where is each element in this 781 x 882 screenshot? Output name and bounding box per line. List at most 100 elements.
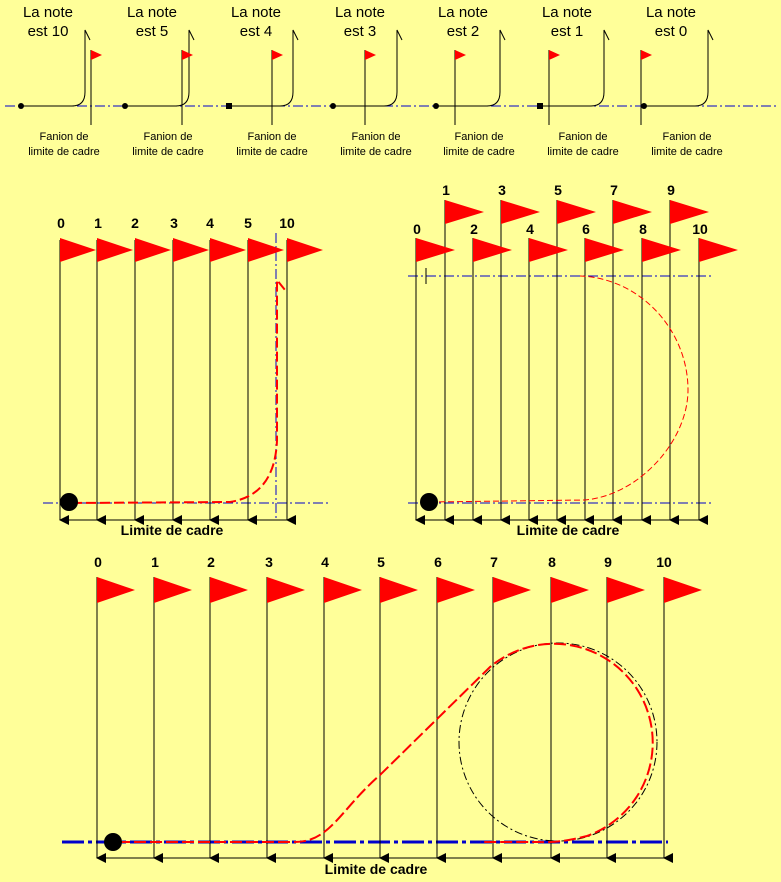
flag-icon bbox=[416, 238, 455, 262]
ball-path bbox=[125, 29, 195, 107]
flag-icon bbox=[248, 238, 284, 262]
flag-label: 6 bbox=[434, 554, 442, 570]
ball-path bbox=[229, 29, 299, 107]
flag-label: 3 bbox=[170, 215, 178, 231]
panel-caption-line2: limite de cadre bbox=[547, 146, 619, 158]
flag-icon bbox=[135, 238, 171, 262]
panel-title-line2: est 10 bbox=[28, 23, 69, 40]
flag-label: 9 bbox=[667, 182, 675, 198]
flag-icon bbox=[324, 577, 362, 603]
ball-track bbox=[71, 277, 286, 504]
bottom-diagram: 0 1 2 3 4 5 6 bbox=[62, 554, 702, 877]
top-panel-grade-0: La note est 0 Fanion de limite de cadre bbox=[640, 4, 723, 158]
flag-column-0: 0 bbox=[94, 554, 135, 863]
flag-icon bbox=[287, 238, 323, 262]
ball-path bbox=[21, 29, 91, 107]
panel-title-line1: La note bbox=[127, 4, 177, 21]
panel-caption-line1: Fanion de bbox=[455, 131, 504, 143]
frame-limit-caption: Limite de cadre bbox=[121, 522, 224, 538]
flag-icon bbox=[97, 238, 133, 262]
flag-column-2: 2 bbox=[207, 554, 248, 863]
panel-title-line1: La note bbox=[231, 4, 281, 21]
flag-label: 10 bbox=[279, 215, 295, 231]
flag-icon bbox=[501, 200, 540, 224]
flag-label: 6 bbox=[582, 221, 590, 237]
flag-icon bbox=[641, 50, 652, 60]
flag-column-0: 0 bbox=[57, 215, 96, 525]
flag-label: 10 bbox=[656, 554, 672, 570]
panel-title-line2: est 5 bbox=[136, 23, 169, 40]
flag-icon bbox=[699, 238, 738, 262]
panel-title-line2: est 3 bbox=[344, 23, 377, 40]
flag-label: 7 bbox=[490, 554, 498, 570]
flag-label: 1 bbox=[442, 182, 450, 198]
flag-icon bbox=[210, 577, 248, 603]
top-panel-grade-1: La note est 1 Fanion de limite de cadre bbox=[537, 4, 619, 158]
top-panel-grade-5: La note est 5 Fanion de limite de cadre bbox=[122, 4, 204, 158]
flag-column-9: 9 bbox=[604, 554, 645, 863]
ball-path bbox=[436, 29, 506, 107]
panel-caption-line2: limite de cadre bbox=[28, 146, 100, 158]
flag-icon bbox=[529, 238, 568, 262]
flag-label: 2 bbox=[131, 215, 139, 231]
flag-icon bbox=[551, 577, 589, 603]
flag-icon bbox=[91, 50, 102, 60]
flag-label: 8 bbox=[639, 221, 647, 237]
flag-icon bbox=[445, 200, 484, 224]
flag-column-10: 10 bbox=[279, 215, 323, 525]
ball-track bbox=[429, 275, 689, 503]
flag-label: 1 bbox=[94, 215, 102, 231]
flag-icon bbox=[642, 238, 681, 262]
panel-title-line1: La note bbox=[542, 4, 592, 21]
flag-icon bbox=[154, 577, 192, 603]
flag-column-8: 8 bbox=[639, 221, 681, 525]
flag-column-6: 6 bbox=[434, 554, 475, 863]
flag-label: 3 bbox=[498, 182, 506, 198]
flag-column-5: 5 bbox=[244, 215, 284, 525]
flag-column-1: 1 bbox=[151, 554, 192, 863]
panel-title-line1: La note bbox=[335, 4, 385, 21]
right-diagram: 1 3 5 7 9 bbox=[408, 182, 738, 538]
top-panel-grade-10: La note est 10 Fanion de limite de cadre bbox=[18, 4, 102, 158]
top-panel-grade-3: La note est 3 Fanion de limite de cadre bbox=[330, 4, 412, 158]
flag-icon bbox=[380, 577, 418, 603]
ball-path bbox=[333, 29, 403, 107]
ball-track bbox=[118, 642, 654, 844]
loop-reference-circle bbox=[458, 642, 658, 842]
flag-label: 0 bbox=[94, 554, 102, 570]
flag-column-2: 2 bbox=[131, 215, 171, 525]
flag-label: 4 bbox=[321, 554, 329, 570]
top-panel-grade-2: La note est 2 Fanion de limite de cadre bbox=[433, 4, 515, 158]
ball-path bbox=[644, 29, 714, 107]
ball bbox=[60, 493, 78, 511]
panel-caption-line2: limite de cadre bbox=[340, 146, 412, 158]
flag-icon bbox=[585, 238, 624, 262]
flag-icon bbox=[664, 577, 702, 603]
flag-icon bbox=[670, 200, 709, 224]
panel-title-line2: est 1 bbox=[551, 23, 584, 40]
flag-label: 10 bbox=[692, 221, 708, 237]
flag-label: 7 bbox=[610, 182, 618, 198]
flag-icon bbox=[557, 200, 596, 224]
panel-caption-line1: Fanion de bbox=[40, 131, 89, 143]
flag-column-6: 6 bbox=[582, 221, 624, 525]
flag-label: 0 bbox=[413, 221, 421, 237]
left-diagram: 0 1 2 3 4 5 10 bbox=[43, 215, 330, 538]
panel-caption-line2: limite de cadre bbox=[443, 146, 515, 158]
ball bbox=[420, 493, 438, 511]
flag-label: 5 bbox=[244, 215, 252, 231]
flag-label: 0 bbox=[57, 215, 65, 231]
flag-column-10: 10 bbox=[656, 554, 702, 863]
panel-caption-line1: Fanion de bbox=[663, 131, 712, 143]
panel-caption-line2: limite de cadre bbox=[132, 146, 204, 158]
flag-icon bbox=[267, 577, 305, 603]
flag-icon bbox=[455, 50, 466, 60]
flag-column-10: 10 bbox=[692, 221, 738, 525]
ball bbox=[104, 833, 122, 851]
flag-column-4: 4 bbox=[206, 215, 246, 525]
flag-icon bbox=[493, 577, 531, 603]
ball-path bbox=[540, 29, 610, 107]
flag-label: 3 bbox=[265, 554, 273, 570]
flag-label: 4 bbox=[206, 215, 214, 231]
